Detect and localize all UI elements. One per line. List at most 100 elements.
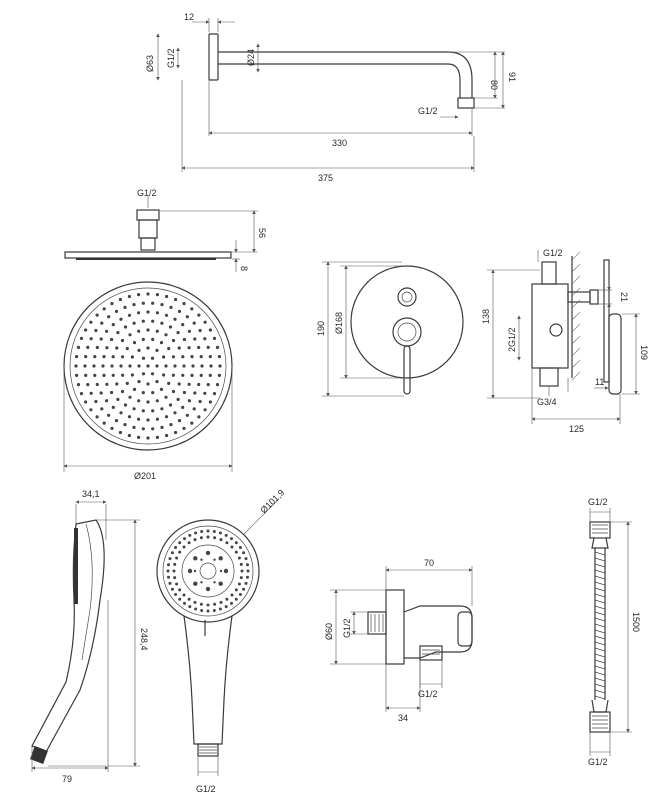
spray-hole: [183, 537, 186, 541]
spray-hole: [187, 382, 191, 386]
arm-outlet-nut: [457, 97, 475, 109]
spray-hole: [230, 593, 234, 597]
spray-hole: [237, 556, 241, 560]
spray-hole: [159, 341, 164, 345]
spray-hole: [141, 372, 146, 376]
spray-hole: [155, 380, 159, 384]
spray-hole: [177, 419, 182, 423]
dim-hose-bottom-thread: G1/2: [588, 757, 608, 767]
dim-mixer-height-190: 190: [316, 321, 326, 336]
dim-side-bottom-thread: G3/4: [537, 397, 557, 407]
spray-hole: [105, 346, 109, 350]
spray-hole: [187, 597, 191, 601]
spray-hole: [217, 373, 221, 377]
spray-hole: [102, 421, 106, 425]
spray-hole: [244, 557, 248, 561]
spray-hole: [212, 336, 217, 340]
spray-hole: [212, 392, 217, 396]
spray-hole: [107, 413, 111, 417]
spray-hole: [177, 309, 182, 313]
spray-hole: [111, 323, 115, 327]
spray-hole: [219, 569, 223, 573]
dim-arm-drop-91: 91: [507, 72, 517, 82]
elbow-outlet-nipple: [419, 645, 443, 661]
mixer-body: [531, 283, 569, 369]
spray-hole: [120, 389, 125, 394]
spray-hole: [92, 364, 96, 368]
spray-hole: [219, 600, 223, 604]
spray-hole: [155, 417, 159, 421]
spray-hole: [187, 329, 191, 333]
spray-hole: [162, 355, 166, 359]
spray-hole: [95, 345, 99, 350]
spray-hole: [167, 381, 171, 385]
spray-hole: [137, 348, 141, 352]
spray-hole: [146, 400, 150, 404]
spray-hole: [199, 602, 203, 606]
spray-hole: [130, 355, 134, 359]
dim-arm-inlet-thread: G1/2: [166, 48, 176, 68]
spray-hole: [181, 405, 185, 409]
spray-hole: [182, 337, 186, 342]
spray-hole: [114, 309, 119, 313]
hose-ring: [594, 563, 606, 568]
hand-side-nozzles: [74, 528, 78, 604]
shower-arm-view: 12 Ø63 G1/2 Ø24 80 91 G1/2 330 375: [145, 12, 517, 183]
spray-hole: [137, 364, 141, 368]
spray-hole: [224, 605, 228, 609]
spray-hole: [182, 426, 186, 430]
spray-hole: [127, 294, 131, 299]
spray-hole: [225, 541, 229, 545]
spray-hole: [238, 546, 242, 549]
spray-hole: [102, 307, 106, 311]
spray-hole: [146, 436, 150, 440]
spray-hole: [118, 430, 122, 435]
spray-hole: [86, 383, 90, 387]
spray-hole: [208, 328, 212, 332]
spray-hole: [193, 391, 197, 395]
hose-bottom-nut: [589, 711, 611, 733]
spray-hole: [76, 345, 81, 349]
mixer-lever-handle: [403, 345, 411, 395]
spray-hole: [94, 328, 98, 333]
spray-hole: [146, 418, 150, 422]
spray-hole: [123, 403, 128, 407]
spray-hole: [198, 328, 202, 333]
spray-hole: [205, 550, 211, 556]
spray-hole: [182, 390, 186, 395]
spray-hole: [187, 346, 191, 350]
spray-hole: [197, 415, 201, 419]
dim-arm-flange-thickness: 12: [184, 12, 194, 22]
spray-hole: [74, 364, 78, 368]
spray-hole: [217, 355, 221, 359]
head-nozzle-row: [76, 258, 216, 260]
dim-arm-reach-330: 330: [332, 138, 347, 148]
hose-ring: [594, 587, 606, 592]
spray-hole: [177, 346, 181, 350]
head-connector: [136, 209, 160, 221]
spray-hole: [79, 336, 84, 340]
arm-pipe: [218, 51, 473, 98]
spray-hole: [132, 387, 137, 391]
spray-hole: [132, 321, 136, 325]
spray-hole: [94, 399, 98, 404]
spray-hole: [164, 313, 169, 317]
spray-hole: [218, 556, 223, 561]
spray-hole: [105, 329, 109, 333]
mixer-cover-plate: [350, 265, 464, 379]
spray-hole: [111, 355, 115, 359]
spray-hole: [155, 293, 159, 297]
spray-hole: [151, 301, 155, 305]
spray-hole: [151, 391, 155, 395]
mixer-side-lever: [608, 313, 622, 395]
spray-hole: [102, 373, 106, 377]
spray-hole: [175, 556, 179, 560]
spray-hole: [146, 382, 150, 386]
hose-ring: [594, 641, 606, 646]
spray-hole: [164, 333, 168, 337]
spray-hole: [218, 364, 222, 368]
spray-hole: [234, 541, 238, 545]
spray-hole: [170, 551, 174, 555]
spray-hole: [167, 347, 171, 351]
